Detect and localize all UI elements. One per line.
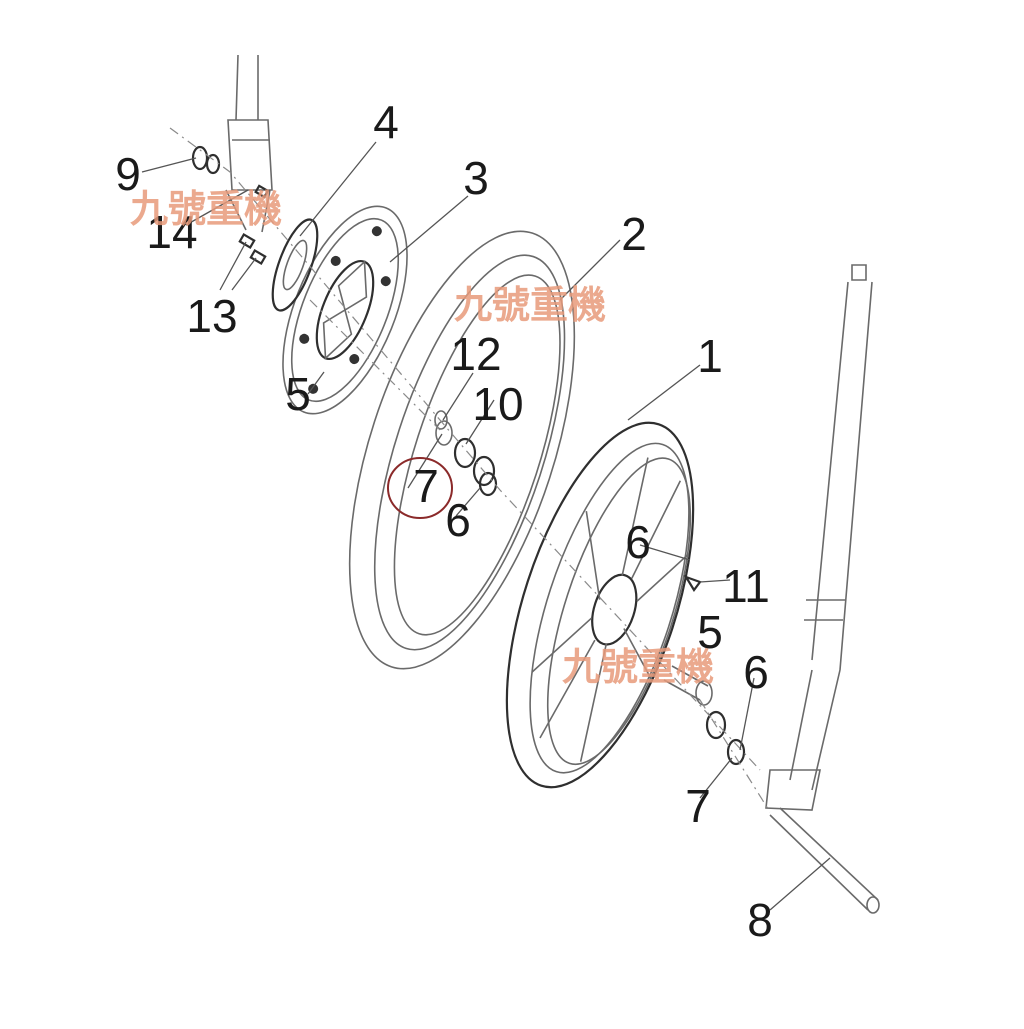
callout-1: 1 bbox=[697, 330, 723, 382]
highlight-ring bbox=[387, 457, 453, 519]
assembly-axis-2 bbox=[309, 299, 771, 813]
valve bbox=[683, 574, 731, 592]
callout-12: 12 bbox=[450, 328, 501, 380]
brake-disc bbox=[282, 205, 408, 415]
right-hub-parts bbox=[663, 665, 746, 766]
leader-lines bbox=[141, 141, 831, 911]
callout-11: 11 bbox=[722, 560, 770, 612]
watermark-top-left: 九號重機 bbox=[130, 187, 282, 231]
callout-8: 8 bbox=[747, 894, 773, 946]
left-spacer bbox=[191, 145, 221, 175]
axle bbox=[769, 807, 880, 914]
callout-10: 10 bbox=[472, 378, 523, 430]
callout-2: 2 bbox=[621, 208, 647, 260]
callout-5-left: 5 bbox=[285, 368, 311, 420]
callout-6-left: 6 bbox=[445, 494, 471, 546]
callout-5-right: 5 bbox=[697, 606, 723, 658]
watermark-center: 九號重機 bbox=[454, 283, 606, 327]
assembly-axis bbox=[169, 127, 761, 771]
callout-7-highlighted: 7 bbox=[413, 460, 439, 512]
callout-6-right: 6 bbox=[743, 646, 769, 698]
callout-13: 13 bbox=[186, 290, 237, 342]
left-fork-leg bbox=[225, 54, 273, 233]
watermark-bottom: 九號重機 bbox=[562, 645, 714, 689]
callout-4: 4 bbox=[373, 96, 399, 148]
wheel-rim bbox=[505, 421, 695, 789]
callout-14: 14 bbox=[146, 206, 197, 258]
drive-ring bbox=[271, 218, 319, 312]
callout-9: 9 bbox=[115, 148, 141, 200]
callout-7-right: 7 bbox=[685, 780, 711, 832]
right-fork-leg bbox=[765, 264, 873, 811]
tire bbox=[348, 230, 576, 670]
hub-bearings bbox=[434, 410, 498, 497]
callout-6-rim: 6 bbox=[625, 516, 651, 568]
callout-3: 3 bbox=[463, 152, 489, 204]
disc-bolts bbox=[238, 184, 270, 265]
